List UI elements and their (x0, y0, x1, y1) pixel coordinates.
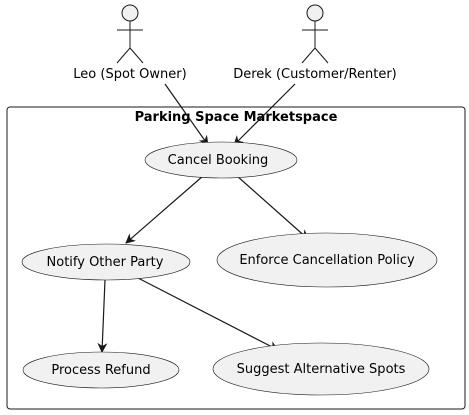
actor-label: Derek (Customer/Renter) (233, 67, 397, 82)
usecase-ellipse (22, 351, 180, 389)
usecase-label: Notify Other Party (47, 255, 164, 270)
edge-leo-cancel (164, 83, 209, 146)
usecase-suggest-alternative-spots[interactable]: Suggest Alternative Spots (212, 342, 430, 396)
usecase-label: Suggest Alternative Spots (237, 362, 406, 377)
usecase-label: Enforce Cancellation Policy (239, 253, 415, 268)
edge-derek-cancel (233, 83, 296, 146)
usecase-ellipse (21, 243, 191, 281)
system-box (6, 106, 466, 410)
usecase-ellipse (144, 141, 298, 179)
stick-figure-icon (116, 4, 144, 64)
edge-notify-refund (97, 279, 108, 353)
usecase-label: Process Refund (51, 363, 150, 378)
edge-cancel-notify (125, 175, 204, 244)
actor-label: Leo (Spot Owner) (73, 67, 186, 82)
usecase-label: Cancel Booking (168, 153, 269, 168)
edge-cancel-enforce (236, 175, 309, 240)
usecase-process-refund[interactable]: Process Refund (22, 351, 180, 389)
usecase-ellipse (212, 342, 430, 396)
edge-notify-suggest (137, 277, 279, 351)
system-title: Parking Space Marketspace (135, 110, 338, 125)
usecase-cancel-booking[interactable]: Cancel Booking (144, 141, 298, 179)
usecase-notify-other-party[interactable]: Notify Other Party (21, 243, 191, 281)
usecase-ellipse (216, 232, 438, 288)
stick-figure-icon (301, 4, 329, 64)
actor-leo[interactable]: Leo (Spot Owner) (73, 4, 187, 82)
relations (97, 83, 309, 353)
actor-derek[interactable]: Derek (Customer/Renter) (233, 4, 397, 82)
usecase-enforce-cancellation-policy[interactable]: Enforce Cancellation Policy (216, 232, 438, 288)
